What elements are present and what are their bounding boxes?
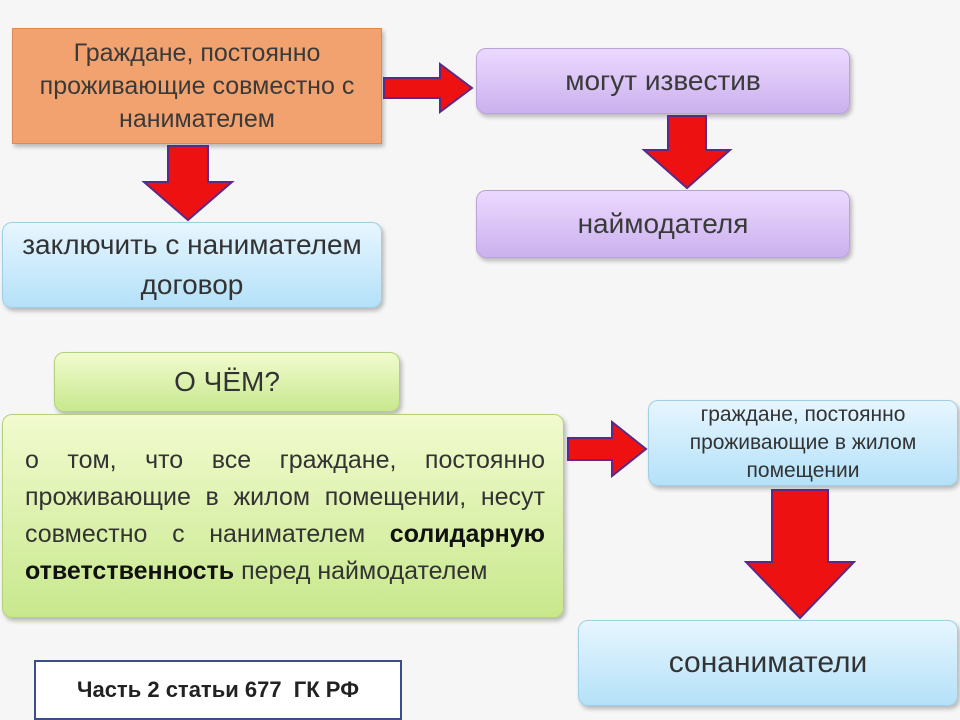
arrow-down-left	[141, 145, 235, 222]
citizens-in-dwelling-box: граждане, постоянно проживающие в жилом …	[648, 400, 958, 486]
question-box: О ЧЁМ?	[54, 352, 400, 412]
explanation-paragraph: о том, что все граждане, постоянно прожи…	[25, 442, 545, 590]
landlord-box: наймодателя	[476, 190, 850, 258]
arrow-right-bottom	[567, 419, 648, 479]
solidary-liability-text: солидарную ответственность	[25, 520, 545, 585]
law-reference-frame: Часть 2 статьи 677 ГК РФ	[34, 660, 402, 720]
arrow-right-top	[383, 62, 474, 114]
conclude-contract-box: заключить с нанимателем договор	[2, 222, 382, 308]
citizens-with-tenant-box: Граждане, постоянно проживающие совместн…	[12, 28, 382, 144]
may-notify-text: могут известив	[565, 65, 761, 96]
citizens-in-dwelling-text: граждане, постоянно проживающие в жилом …	[689, 403, 917, 482]
question-text: О ЧЁМ?	[174, 366, 280, 397]
arrow-down-purple	[641, 115, 733, 190]
explanation-text-start: о том, что все граждане, постоянно прожи…	[25, 446, 545, 548]
may-notify-box: могут известив	[476, 48, 850, 114]
co-tenants-box: сонаниматели	[578, 620, 958, 706]
landlord-text: наймодателя	[577, 208, 749, 239]
citizens-with-tenant-text: Граждане, постоянно проживающие совместн…	[39, 38, 355, 133]
explanation-box: о том, что все граждане, постоянно прожи…	[2, 414, 564, 618]
conclude-contract-text: заключить с нанимателем договор	[22, 229, 362, 300]
explanation-text-end: перед наймодателем	[234, 557, 488, 585]
arrow-down-right	[743, 489, 857, 620]
co-tenants-text: сонаниматели	[668, 646, 868, 679]
law-reference-text: Часть 2 статьи 677 ГК РФ	[77, 677, 359, 702]
